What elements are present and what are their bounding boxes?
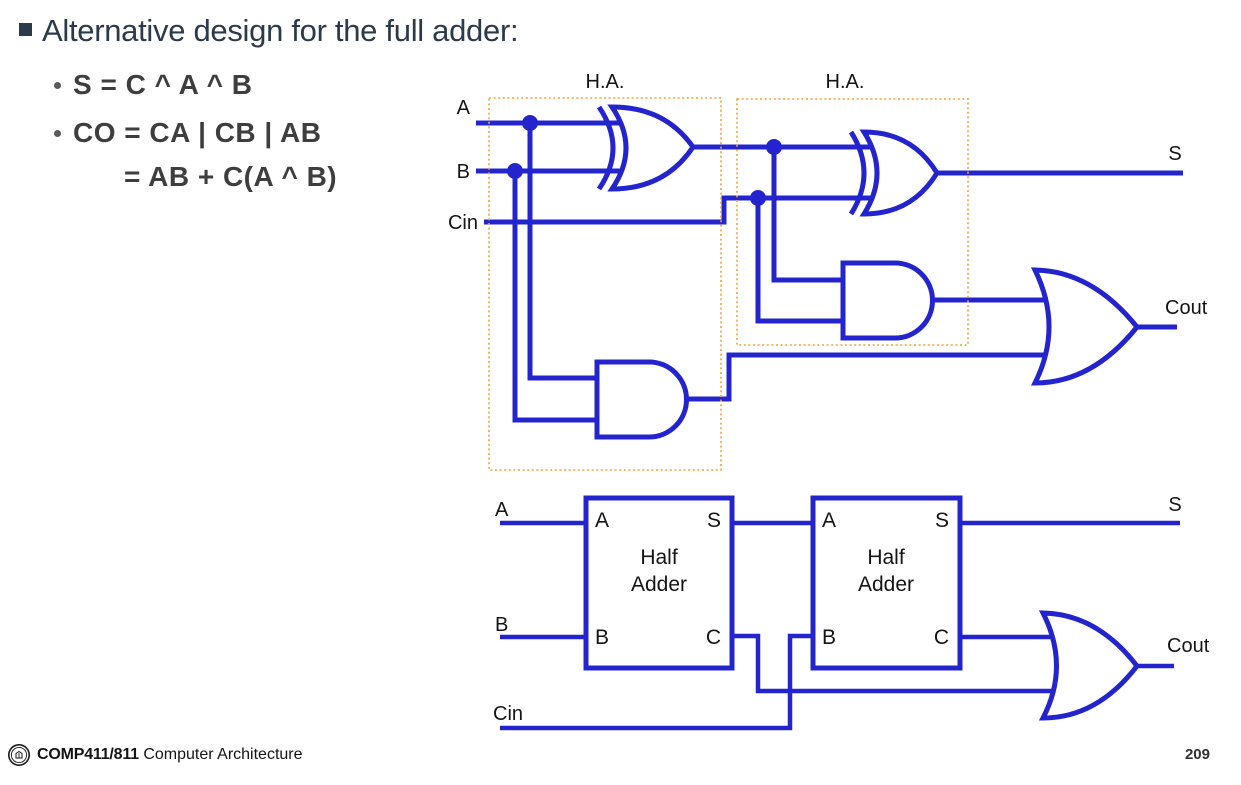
formula-carry-out: CO = CA | CB | AB	[73, 117, 322, 148]
footer-course-text: COMP411/811 Computer Architecture	[37, 746, 303, 764]
block-ha1	[583, 495, 735, 671]
bd-or-gate	[1038, 610, 1141, 721]
footer-course-name: Computer Architecture	[143, 746, 303, 763]
xor1-gate	[607, 104, 697, 192]
wire-b-to-and1	[512, 171, 602, 423]
label-input-a: A	[457, 97, 471, 119]
ha1-boundary	[488, 97, 722, 471]
junction-dot	[766, 139, 782, 155]
ha1-port-c: C	[706, 626, 721, 649]
ha2-port-s: S	[935, 509, 949, 532]
title-bullet-square	[19, 23, 32, 36]
ha1-port-b: B	[595, 626, 609, 649]
bd-label-cin: Cin	[493, 703, 523, 725]
label-output-s: S	[1168, 143, 1181, 165]
bullet-dot	[54, 130, 61, 137]
block-ha2	[810, 495, 963, 671]
ha2-caption: H.A.	[826, 71, 865, 93]
xor2-gate	[859, 129, 940, 217]
junction-dot	[522, 115, 538, 131]
wire-cin-to-xor2	[484, 195, 880, 225]
bullet-dot	[54, 82, 61, 89]
wire-a-to-and1	[527, 123, 602, 381]
bd-wire-c1-to-or	[732, 633, 1065, 694]
ha1-port-a: A	[595, 509, 609, 532]
bd-label-b: B	[495, 614, 508, 636]
page-number: 209	[1184, 746, 1210, 763]
ha2-port-b: B	[822, 626, 836, 649]
wire-cin-to-and2	[755, 198, 850, 324]
ha2-boundary	[736, 98, 969, 346]
bd-label-s: S	[1168, 494, 1181, 516]
ha1-caption: H.A.	[586, 71, 625, 93]
wire-and1-to-or	[684, 352, 1060, 402]
wire-xor1-to-and2	[771, 147, 850, 283]
junction-dot	[750, 190, 766, 206]
bd-label-cout: Cout	[1167, 635, 1210, 657]
ha1-name-line2: Adder	[631, 573, 687, 596]
ha2-port-a: A	[822, 509, 836, 532]
ha2-port-c: C	[934, 626, 949, 649]
label-input-cin: Cin	[448, 212, 478, 234]
ha2-name-line2: Adder	[858, 573, 914, 596]
footer-course-code: COMP411/811	[37, 746, 139, 763]
xor1-input-arc	[596, 105, 616, 191]
ha2-name-line1: Half	[867, 546, 905, 569]
bd-wire-cin	[500, 633, 813, 731]
label-input-b: B	[457, 161, 470, 183]
and2-gate	[840, 260, 935, 341]
ha1-port-s: S	[707, 509, 721, 532]
page-title: Alternative design for the full adder:	[42, 13, 519, 48]
or-gate	[1030, 267, 1141, 386]
bd-label-a: A	[495, 499, 509, 521]
and1-gate	[594, 359, 689, 440]
label-output-cout: Cout	[1165, 297, 1208, 319]
ha1-name-line1: Half	[640, 546, 678, 569]
university-seal-icon	[8, 744, 30, 766]
footer: COMP411/811 Computer Architecture	[7, 743, 303, 767]
formula-sum: S = C ^ A ^ B	[73, 69, 253, 100]
formula-carry-out-simplified: = AB + C(A ^ B)	[124, 161, 338, 192]
junction-dot	[507, 163, 523, 179]
xor2-input-arc	[848, 130, 867, 216]
